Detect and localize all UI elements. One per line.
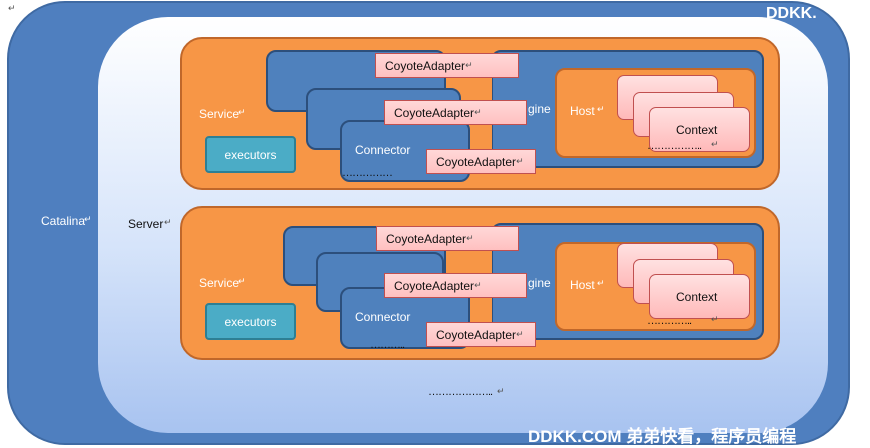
engine-label-2: gine — [528, 276, 551, 290]
paragraph-mark-host-2: ↵ — [597, 278, 605, 288]
top-watermark: DDKK. — [766, 5, 817, 22]
paragraph-mark-server-dots: ↵ — [497, 386, 505, 396]
connector-label-2: Connector — [355, 310, 411, 324]
paragraph-mark-host-1: ↵ — [597, 104, 605, 114]
connector-dots-2: ……….. — [370, 339, 405, 351]
server-dots: ……………….. — [428, 386, 493, 398]
service-label-2: Service — [199, 276, 240, 290]
paragraph-mark-adapter: ↵ — [466, 233, 474, 243]
catalina-label: Catalina — [41, 214, 86, 228]
paragraph-mark-service-2: ↵ — [238, 276, 246, 286]
paragraph-mark-catalina: ↵ — [84, 214, 92, 224]
paragraph-mark-top-left: ↵ — [8, 3, 16, 13]
coyote-adapter-1a: CoyoteAdapter↵ — [375, 53, 519, 78]
paragraph-mark-server: ↵ — [164, 217, 172, 227]
bottom-watermark: DDKK.COM 弟弟快看，程序员编程 — [528, 427, 797, 446]
server-label: Server — [128, 217, 164, 231]
coyote-adapter-2a: CoyoteAdapter↵ — [376, 226, 519, 251]
paragraph-mark-adapter: ↵ — [516, 156, 524, 166]
coyote-adapter-2c: CoyoteAdapter↵ — [426, 322, 536, 347]
context-label-2: Context — [676, 290, 718, 304]
coyote-adapter-2b: CoyoteAdapter↵ — [384, 273, 527, 298]
context-label-1: Context — [676, 123, 718, 137]
context-box-2c — [649, 274, 750, 319]
coyote-adapter-1c: CoyoteAdapter↵ — [426, 149, 536, 174]
host-label-2: Host — [570, 278, 595, 292]
executors-box-1: executors — [205, 136, 296, 173]
coyote-adapter-1b: CoyoteAdapter↵ — [384, 100, 527, 125]
paragraph-mark-adapter: ↵ — [465, 60, 473, 70]
context-box-1c — [649, 107, 750, 152]
engine-label-1: gine — [528, 102, 551, 116]
paragraph-mark-context-1: ↵ — [711, 139, 719, 149]
context-dots-2: ………….. — [647, 315, 692, 327]
paragraph-mark-context-2: ↵ — [711, 314, 719, 324]
paragraph-mark-adapter: ↵ — [474, 107, 482, 117]
host-label-1: Host — [570, 104, 595, 118]
service-label-1: Service — [199, 107, 240, 121]
connector-dots-1: …………… — [342, 167, 393, 179]
paragraph-mark-service-1: ↵ — [238, 107, 246, 117]
context-dots-1: …………….. — [647, 140, 702, 152]
paragraph-mark-adapter: ↵ — [474, 280, 482, 290]
connector-label-1: Connector — [355, 143, 411, 157]
executors-box-2: executors — [205, 303, 296, 340]
paragraph-mark-adapter: ↵ — [516, 329, 524, 339]
